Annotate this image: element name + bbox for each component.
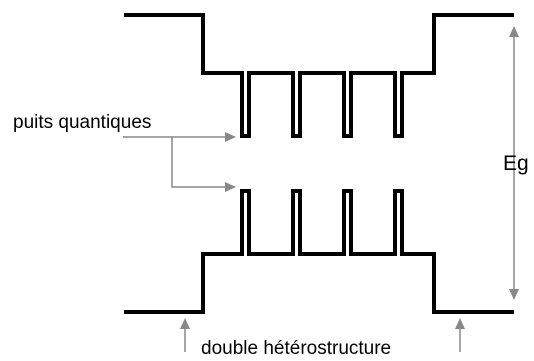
conduction-band-line [124,13,514,138]
energy-gap-arrow [509,26,519,300]
heterostructure-arrows [180,318,465,352]
quantum-wells-label: puits quantiques [13,112,152,133]
double-heterostructure-label: double hétérostructure [201,338,392,359]
energy-gap-label: Eg [503,152,529,175]
quantum-well-arrows [123,132,236,192]
valence-band-line [124,189,514,314]
